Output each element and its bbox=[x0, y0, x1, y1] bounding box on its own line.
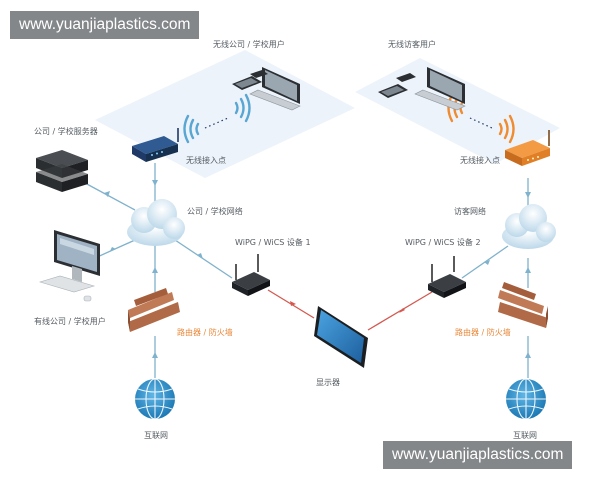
phone-icon bbox=[396, 73, 416, 82]
phone-icon bbox=[250, 70, 268, 78]
network-links bbox=[84, 163, 529, 378]
wipg-device-icon bbox=[232, 254, 270, 296]
label-internet-right: 互联网 bbox=[513, 431, 537, 440]
access-point-icon bbox=[505, 130, 550, 166]
firewall-icon bbox=[498, 282, 548, 328]
laptop-icon bbox=[414, 67, 466, 111]
display-link-arrows bbox=[290, 301, 405, 313]
wifi-signal-icon bbox=[183, 114, 200, 144]
label-wipg-device-2: WiPG / WiCS 设备 2 bbox=[405, 237, 481, 247]
laptop-icon bbox=[249, 67, 301, 111]
label-internet-left: 互联网 bbox=[144, 431, 168, 440]
server-icon bbox=[36, 150, 88, 192]
network-link-arrows bbox=[104, 180, 531, 358]
wifi-signal-icon bbox=[234, 93, 251, 123]
label-guest-network: 访客网络 bbox=[454, 206, 486, 216]
access-point-icon bbox=[132, 128, 179, 162]
wireless-zone-right bbox=[355, 58, 560, 164]
label-corp-network: 公司 / 学校网络 bbox=[187, 206, 243, 216]
wipg-device-icon bbox=[428, 256, 466, 298]
label-display: 显示器 bbox=[316, 378, 340, 387]
cloud-icon bbox=[502, 204, 556, 249]
watermark-top: www.yuanjiaplastics.com bbox=[10, 11, 200, 39]
desktop-computer-icon bbox=[38, 230, 100, 302]
label-router-firewall-left: 路由器 / 防火墙 bbox=[177, 327, 233, 337]
wifi-signal-icon bbox=[498, 114, 515, 144]
label-corp-servers: 公司 / 学校服务器 bbox=[34, 126, 98, 136]
label-wipg-device-1: WiPG / WiCS 设备 1 bbox=[235, 237, 311, 247]
label-wireless-corp-users: 无线公司 / 学校用户 bbox=[213, 39, 285, 49]
label-wireless-guest-users: 无线访客用户 bbox=[388, 39, 436, 49]
globe-icon bbox=[135, 378, 175, 420]
cloud-icon bbox=[127, 199, 185, 246]
tablet-icon bbox=[378, 84, 408, 98]
label-access-point-right: 无线接入点 bbox=[460, 155, 500, 165]
watermark-bottom: www.yuanjiaplastics.com bbox=[383, 441, 573, 469]
display-icon bbox=[314, 306, 368, 368]
label-wired-corp-users: 有线公司 / 学校用户 bbox=[34, 316, 106, 326]
firewall-icon bbox=[128, 288, 180, 332]
label-router-firewall-right: 路由器 / 防火墙 bbox=[455, 327, 511, 337]
label-access-point-left: 无线接入点 bbox=[186, 155, 226, 165]
tablet-icon bbox=[232, 76, 262, 90]
globe-icon bbox=[506, 378, 546, 420]
display-links bbox=[267, 289, 433, 331]
